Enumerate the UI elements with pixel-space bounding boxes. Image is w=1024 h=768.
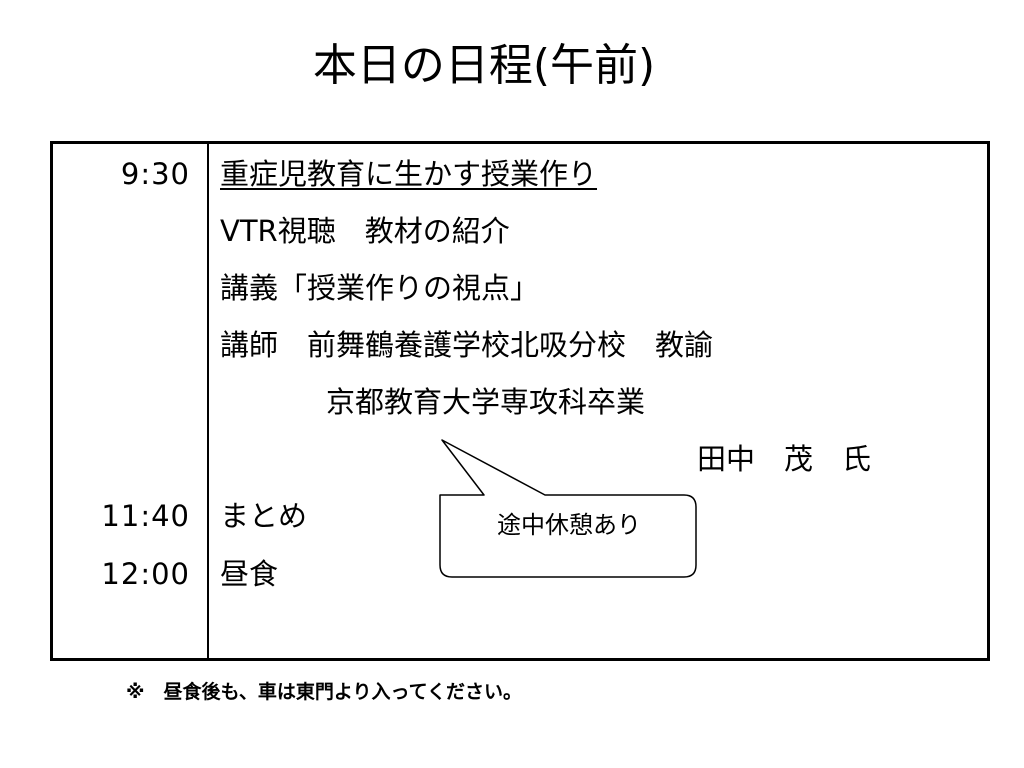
lecturer-role-line: 講師 前舞鶴養護学校北吸分校 教諭 [220, 328, 714, 362]
time-wrapup: 11:40 [101, 499, 190, 533]
session-title: 重症児教育に生かす授業作り [220, 157, 598, 191]
callout-text: 途中休憩あり [497, 511, 641, 539]
lecturer-name: 田中 茂 氏 [697, 442, 872, 476]
wrapup-line: まとめ [220, 499, 308, 533]
table-column-divider [207, 144, 209, 658]
lecturer-bio-line: 京都教育大学専攻科卒業 [326, 385, 646, 419]
lecture-line: 講義「授業作りの視点」 [220, 271, 540, 305]
footnote: ※ 昼食後も、車は東門より入ってください。 [126, 681, 523, 703]
lunch-line: 昼食 [220, 557, 279, 591]
page-title: 本日の日程(午前) [312, 40, 656, 91]
time-lunch: 12:00 [101, 557, 190, 591]
schedule-table [50, 141, 990, 661]
time-start: 9:30 [120, 157, 190, 191]
vtr-line: VTR視聴 教材の紹介 [220, 214, 510, 248]
